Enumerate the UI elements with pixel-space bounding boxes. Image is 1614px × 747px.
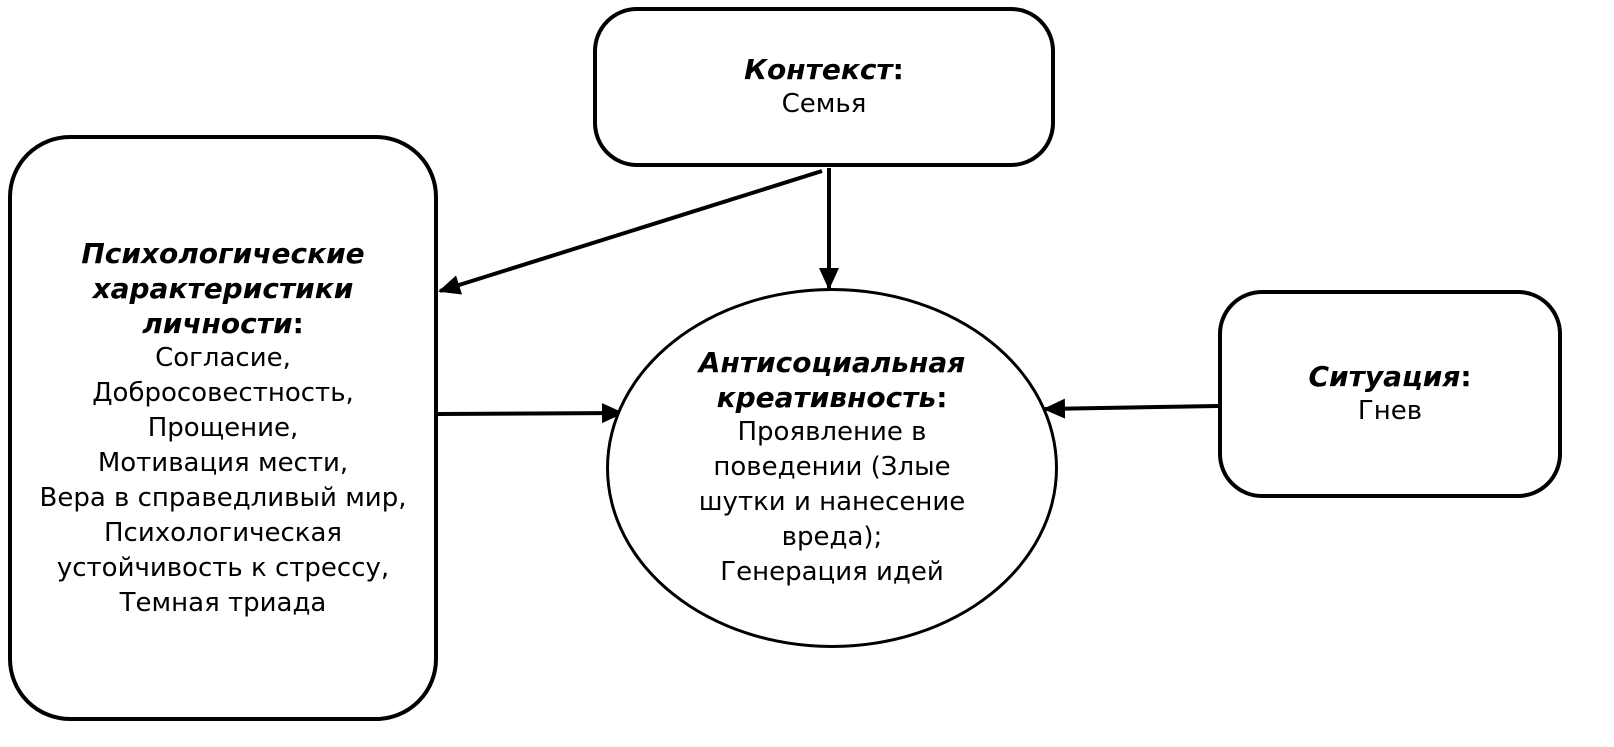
situation-title-text: Ситуация (1308, 360, 1461, 393)
personality-trait: Психологическая (103, 517, 343, 548)
situation-body-line: Гнев (1357, 396, 1423, 426)
personality-title-line: Психологические (81, 236, 365, 270)
personality-title: Психологические характеристики личности: (81, 236, 364, 341)
personality-title-colon: : (292, 306, 304, 340)
context-body: Семья (782, 87, 867, 122)
context-title-colon: : (892, 53, 904, 86)
personality-node: Психологические характеристики личности:… (8, 135, 438, 721)
outcome-body-line: Проявление в (737, 416, 927, 447)
personality-trait: Темная триада (119, 587, 327, 618)
outcome-title-colon: : (936, 380, 948, 414)
context-body-line: Семья (781, 89, 867, 119)
personality-trait: Вера в справедливый мир, (39, 482, 407, 513)
context-title: Контекст: (744, 52, 904, 87)
personality-trait: устойчивость к стрессу, (56, 552, 390, 583)
situation-body: Гнев (1358, 394, 1422, 429)
personality-trait: Согласие, (155, 342, 291, 373)
outcome-title-line: креативность (716, 380, 937, 414)
outcome-title-line: Антисоциальная (698, 345, 966, 379)
personality-trait: Мотивация мести, (97, 447, 349, 478)
outcome-content: Антисоциальная креативность: Проявление … (699, 345, 965, 590)
outcome-title: Антисоциальная креативность: (699, 345, 965, 415)
edge-situation-to-outcome (1043, 398, 1219, 419)
situation-node: Ситуация: Гнев (1218, 290, 1562, 498)
context-node: Контекст: Семья (593, 7, 1055, 167)
personality-body: Согласие, Добросовестность, Прощение, Мо… (40, 341, 407, 621)
outcome-body-line: вреда); (781, 521, 883, 552)
situation-title-colon: : (1460, 360, 1472, 393)
edge-context-to-personality (438, 169, 823, 295)
edge-personality-to-outcome (437, 403, 624, 424)
outcome-body-line: Генерация идей (720, 556, 944, 587)
outcome-node: Антисоциальная креативность: Проявление … (606, 288, 1058, 648)
personality-trait: Добросовестность, (92, 377, 354, 408)
situation-title: Ситуация: (1308, 359, 1471, 394)
outcome-body-line: шутки и нанесение (698, 486, 966, 517)
outcome-body: Проявление в поведении (Злые шутки и нан… (699, 415, 965, 590)
context-title-text: Контекст (744, 53, 893, 86)
outcome-body-line: поведении (Злые (713, 451, 951, 482)
personality-trait: Прощение, (147, 412, 299, 443)
personality-title-line: личности (142, 306, 293, 340)
personality-title-line: характеристики (92, 271, 354, 305)
